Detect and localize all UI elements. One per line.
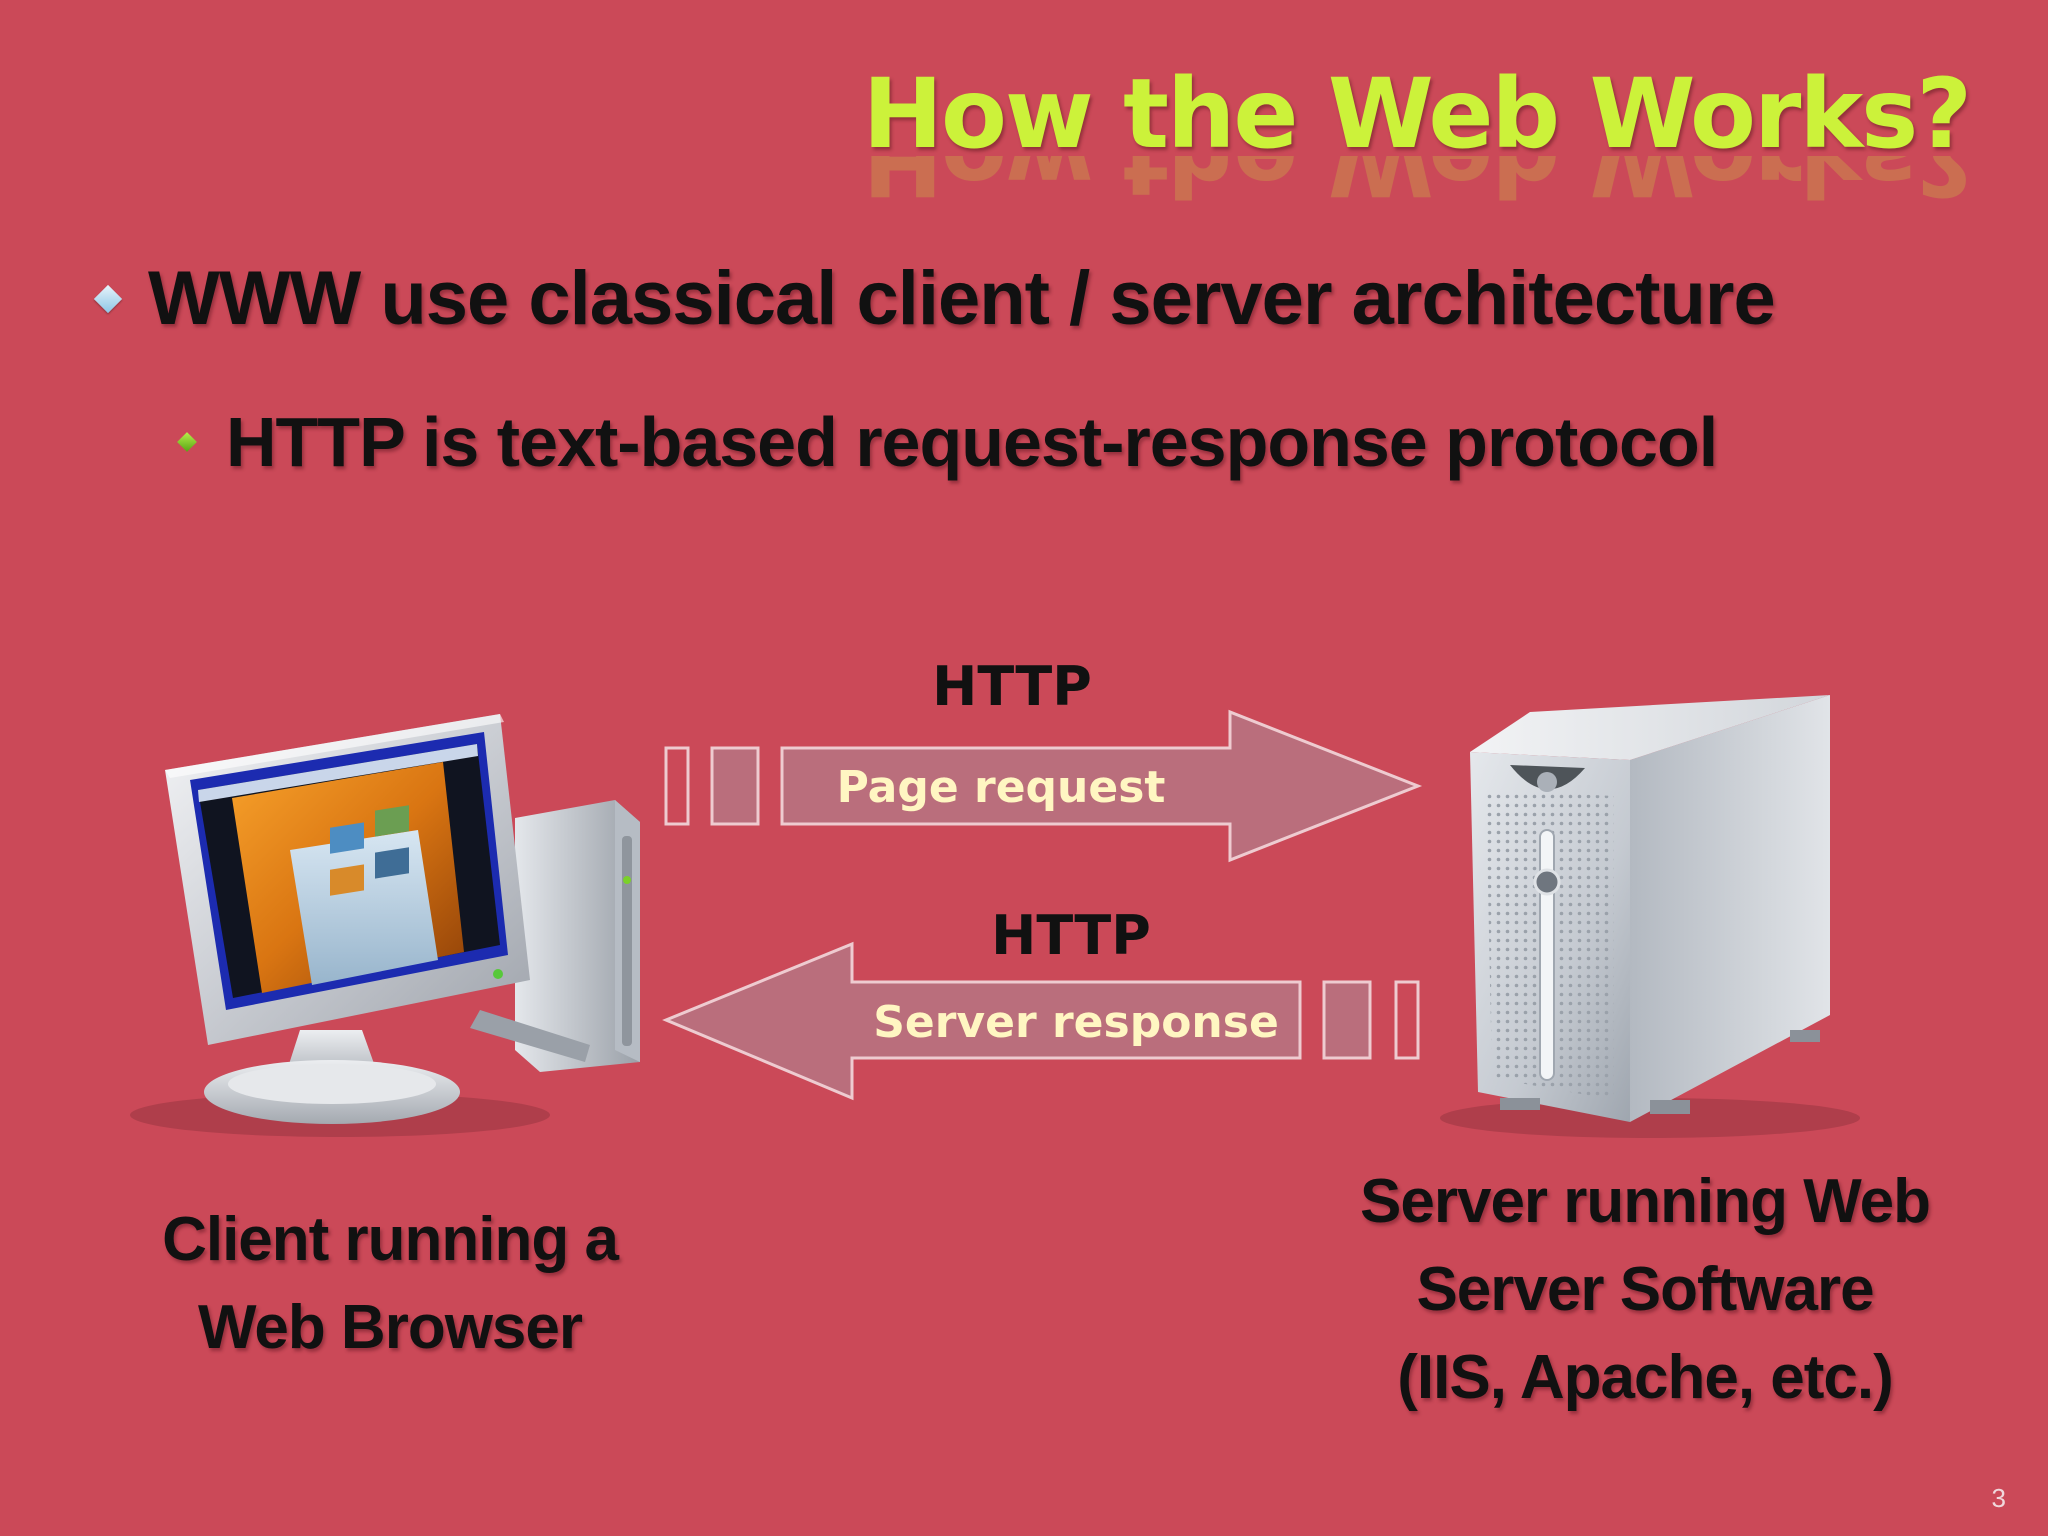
page-number: 3: [1991, 1483, 2006, 1513]
client-caption: Client running a Web Browser: [90, 1196, 690, 1372]
server-response-arrow: [662, 941, 1420, 1101]
client-caption-line: Client running a: [162, 1205, 619, 1274]
page-request-label: Page request: [837, 762, 1166, 813]
server-caption-line: Server Software: [1416, 1255, 1874, 1324]
request-protocol-label: HTTP: [932, 655, 1092, 718]
server-response-label: Server response: [873, 997, 1279, 1048]
slide-title: How the Web Works?: [862, 58, 1972, 170]
server-caption-line: Server running Web: [1360, 1167, 1931, 1236]
bullet-text: HTTP is text-based request-response prot…: [226, 403, 1718, 481]
bullet-text: WWW use classical client / server archit…: [148, 256, 1776, 341]
page-request-arrow: [664, 709, 1423, 863]
server-tower-icon: [1440, 695, 1860, 1138]
desktop-computer-icon: [130, 714, 640, 1137]
bullet-item-level-1: WWW use classical client / server archit…: [93, 255, 1776, 342]
client-caption-line: Web Browser: [197, 1293, 583, 1362]
server-caption-line: (IIS, Apache, etc.): [1397, 1343, 1894, 1412]
response-protocol-label: HTTP: [991, 904, 1151, 967]
server-caption: Server running Web Server Software (IIS,…: [1280, 1158, 2010, 1422]
bullet-item-level-2: HTTP is text-based request-response prot…: [177, 402, 1718, 482]
